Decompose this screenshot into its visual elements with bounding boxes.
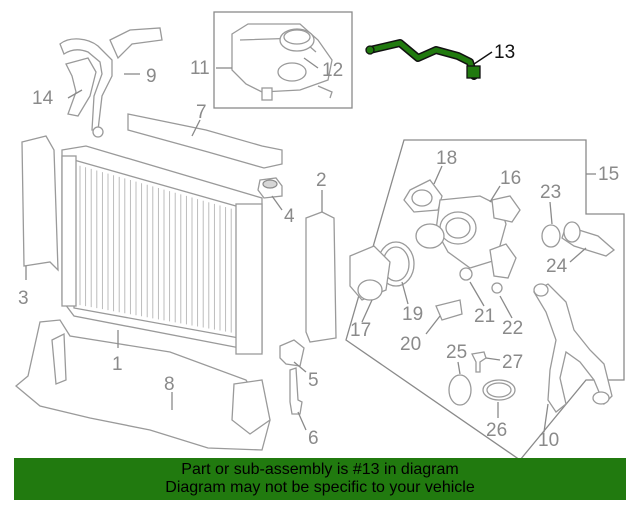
bracket-5 xyxy=(279,339,305,367)
radiator-mount xyxy=(257,177,283,199)
lower-coolant-hose xyxy=(533,283,613,413)
callout-19: 19 xyxy=(402,304,423,325)
thermostat-group-frame xyxy=(345,139,625,461)
callout-13-highlighted: 13 xyxy=(494,42,515,63)
banner-line-1: Part or sub-assembly is #13 in diagram xyxy=(181,461,459,478)
callout-15: 15 xyxy=(598,164,619,185)
callout-20: 20 xyxy=(400,334,421,355)
callout-27: 27 xyxy=(502,352,523,373)
highlight-notice-banner: Part or sub-assembly is #13 in diagram D… xyxy=(14,458,626,500)
upper-bracket xyxy=(127,113,283,169)
callout-10: 10 xyxy=(538,430,559,451)
callout-23: 23 xyxy=(540,182,561,203)
callout-3: 3 xyxy=(18,288,29,309)
callout-14: 14 xyxy=(32,88,54,109)
callout-8: 8 xyxy=(164,374,175,395)
lower-air-deflector xyxy=(14,319,271,451)
callout-26: 26 xyxy=(486,420,507,441)
callout-24: 24 xyxy=(546,256,568,277)
side-deflector xyxy=(305,211,337,343)
callout-22: 22 xyxy=(502,318,523,339)
callout-21: 21 xyxy=(474,306,495,327)
radiator-core xyxy=(61,145,263,355)
drain-plug-6 xyxy=(289,367,303,415)
callout-labels: 1 2 3 4 5 6 7 8 9 10 11 12 13 14 15 16 1… xyxy=(18,42,619,451)
callout-6: 6 xyxy=(308,428,319,449)
callout-17: 17 xyxy=(350,320,371,341)
thermostat-housing xyxy=(349,179,616,321)
callout-12: 12 xyxy=(322,60,343,81)
coolant-hose-13-highlighted xyxy=(365,39,481,80)
leader-lines xyxy=(25,51,596,433)
banner-line-2: Diagram may not be specific to your vehi… xyxy=(165,479,475,496)
callout-11: 11 xyxy=(190,58,210,79)
callout-1: 1 xyxy=(112,354,123,375)
reservoir-inset-box xyxy=(213,11,353,109)
callout-7: 7 xyxy=(196,102,207,123)
o-ring-25 xyxy=(448,374,472,406)
callout-5: 5 xyxy=(308,370,319,391)
callout-2: 2 xyxy=(316,170,327,191)
radiator-fins xyxy=(79,165,243,335)
callout-4: 4 xyxy=(284,206,295,227)
bolt-27 xyxy=(471,351,487,373)
upper-radiator-hose xyxy=(59,27,163,138)
callout-18: 18 xyxy=(436,148,457,169)
side-air-baffle xyxy=(21,135,59,272)
callout-25: 25 xyxy=(446,342,467,363)
callout-16: 16 xyxy=(500,168,521,189)
callout-9: 9 xyxy=(146,66,157,87)
